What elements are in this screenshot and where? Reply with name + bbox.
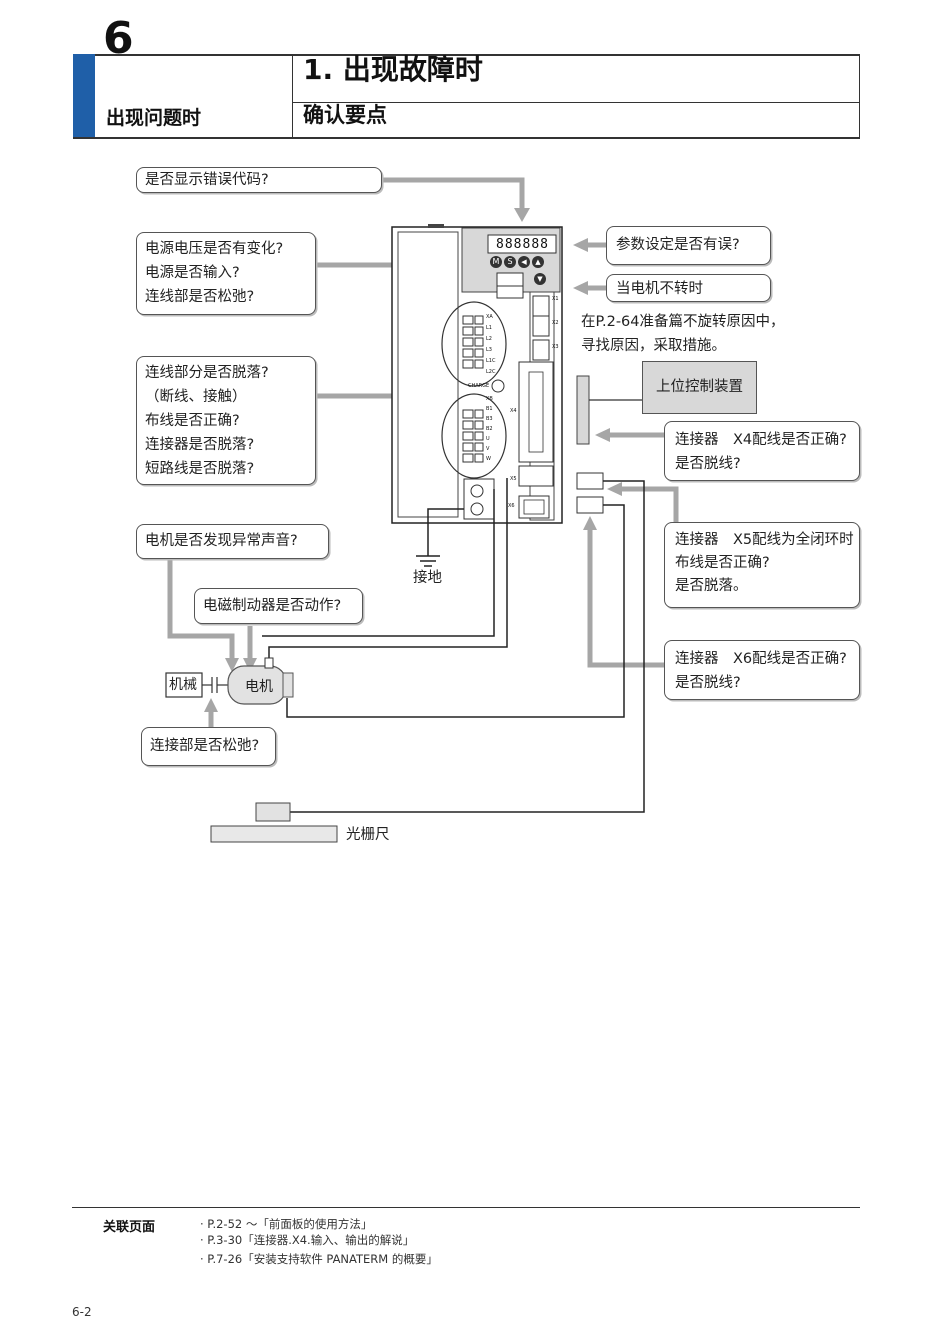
header-mid-rule: [292, 102, 860, 104]
arrowhead-brake: [243, 658, 257, 672]
header-bottom-rule: [73, 137, 860, 139]
ground-symbol: [416, 555, 440, 567]
charge-label: CHARGE: [468, 383, 490, 389]
arrowhead-x6: [583, 516, 597, 530]
arrow-error-code: [382, 177, 525, 210]
x5-plug: [576, 472, 604, 490]
brake-cable: [268, 478, 508, 660]
set-key[interactable]: S: [504, 256, 516, 268]
callout-motor-not-turn: 当电机不转时: [606, 274, 771, 302]
port-label-x5: X5: [510, 476, 517, 482]
port-label-x6: X6: [508, 503, 515, 509]
scale-label: 光栅尺: [346, 827, 390, 843]
related-link-1[interactable]: · P.2-52 ～「前面板的使用方法」: [200, 1217, 373, 1231]
callout-motor-noise: 电机是否发现异常声音?: [136, 524, 329, 559]
brake-connector: [264, 657, 274, 669]
up-key[interactable]: ▲: [532, 256, 544, 268]
related-link-3[interactable]: · P.7-26「安装支持软件 PANATERM 的概要」: [200, 1252, 438, 1266]
machine-label: 机械: [169, 677, 197, 693]
motor-power-terminal-block: [462, 409, 484, 463]
callout-coupling: 连接部是否松弛?: [141, 727, 276, 766]
section-title: 1. 出现故障时: [303, 53, 483, 86]
callout-power: 电源电压是否有变化? 电源是否输入? 连线部是否松弛?: [136, 232, 316, 315]
arrowhead-x5: [607, 482, 622, 496]
troubleshooting-diagram: [165, 177, 679, 843]
callout-param: 参数设定是否有误?: [606, 226, 771, 265]
scale-head: [255, 802, 291, 822]
page-number: 6-2: [72, 1305, 92, 1319]
related-link-2[interactable]: · P.3-30「连接器.X4.输入、输出的解说」: [200, 1233, 415, 1247]
port-label-x1: X1: [552, 296, 559, 302]
ground-label: 接地: [413, 570, 442, 586]
motor-assembly: [165, 657, 294, 705]
chapter-title: 出现问题时: [106, 107, 202, 129]
motor-power-terminal-highlight: [441, 393, 507, 479]
header-right-edge: [859, 54, 861, 138]
callout-x5: 连接器 X5配线为全闭环时 布线是否正确? 是否脱落。: [664, 522, 860, 608]
connector-x7: [496, 272, 524, 288]
arrowhead-error-code: [514, 208, 530, 222]
callout-wiring: 连线部分是否脱落? （断线、接触） 布线是否正确? 连接器是否脱落? 短路线是否…: [136, 356, 316, 485]
related-pages-title: 关联页面: [103, 1220, 156, 1235]
mode-key[interactable]: M: [490, 256, 502, 268]
footer-rule: [72, 1207, 860, 1209]
scale-cable: [290, 480, 645, 813]
cables: [262, 478, 645, 813]
x6-plug: [576, 496, 604, 514]
main-power-terminal-highlight: [441, 301, 507, 387]
header-divider: [292, 54, 294, 138]
chapter-accent-bar: [73, 54, 95, 138]
connector-x5: [518, 465, 554, 487]
host-controller-box: 上位控制装置: [642, 361, 757, 414]
section-subtitle: 确认要点: [303, 103, 387, 127]
linear-scale: [210, 825, 338, 843]
encoder-cable: [286, 504, 625, 718]
callout-x6: 连接器 X6配线是否正确? 是否脱线?: [664, 640, 860, 700]
arrow-noise: [167, 559, 235, 660]
panel-keys: M S ◀ ▲: [490, 256, 560, 270]
port-label-x3: X3: [552, 344, 559, 350]
shift-key[interactable]: ◀: [518, 256, 530, 268]
host-controller-connector: [576, 375, 590, 445]
led-display: [487, 234, 557, 254]
arrowhead-motor-not-turn: [573, 281, 588, 295]
callout-x4: 连接器 X4配线是否正确? 是否脱线?: [664, 421, 860, 481]
charge-lamp: [491, 379, 505, 393]
motor-label: 电机: [245, 679, 273, 695]
callout-error-code: 是否显示错误代码?: [136, 167, 382, 193]
down-key[interactable]: ▼: [534, 273, 546, 285]
arrowhead-noise: [225, 658, 239, 672]
main-power-terminal-block: [462, 315, 484, 369]
arrowhead-coupling: [204, 698, 218, 712]
ground-cable: [427, 508, 464, 556]
motor-not-turn-note: 在P.2-64准备篇不旋转原因中， 寻找原因，采取措施。: [581, 314, 785, 354]
led-digits: 888888: [496, 237, 549, 252]
arrowhead-param: [573, 238, 588, 252]
header-top-rule: [95, 54, 860, 56]
port-label-x4: X4: [510, 408, 517, 414]
port-label-x2: X2: [552, 320, 559, 326]
arrowhead-x4: [595, 428, 610, 442]
motor-power-cable: [262, 489, 495, 637]
arrow-x6: [587, 528, 664, 668]
callout-brake: 电磁制动器是否动作?: [194, 588, 363, 624]
